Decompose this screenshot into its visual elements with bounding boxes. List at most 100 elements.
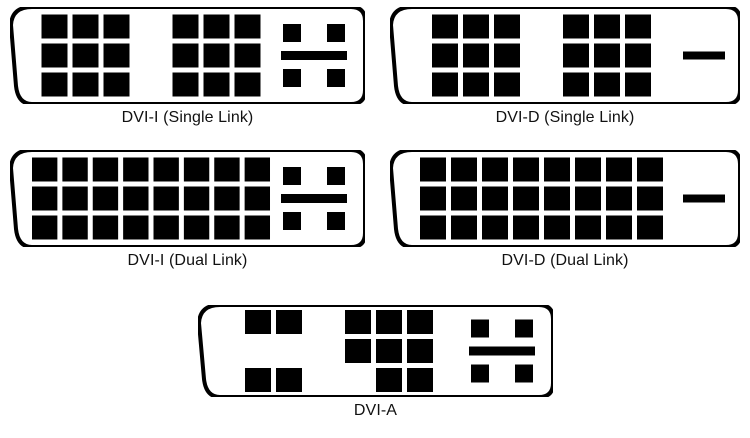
pin (625, 72, 651, 97)
pin (575, 157, 601, 182)
connector-dvi-i-single-link: DVI-I (Single Link) (10, 7, 365, 126)
analog-pin (327, 167, 345, 185)
pin (563, 43, 589, 68)
pin (482, 157, 508, 182)
pin (244, 215, 271, 240)
pin (32, 215, 58, 240)
pin (594, 72, 620, 97)
pin (234, 14, 261, 39)
connector-shell-dvi-d-dual-link (390, 150, 740, 247)
pin (513, 157, 539, 182)
pin (92, 215, 119, 240)
pin (245, 310, 271, 334)
connector-label-dvi-d-single-link: DVI-D (Single Link) (495, 109, 635, 126)
pin (513, 186, 539, 211)
pin (432, 72, 458, 97)
pin (420, 157, 446, 182)
pin (544, 215, 570, 240)
pin (72, 43, 99, 68)
pin (563, 14, 589, 39)
pin (41, 43, 68, 68)
pin (214, 186, 240, 211)
pin (41, 14, 68, 39)
pin (345, 310, 371, 334)
pin (494, 14, 520, 39)
pin (345, 339, 371, 363)
analog-pin (283, 69, 301, 87)
pin (103, 43, 130, 68)
pin (575, 186, 601, 211)
analog-pin (471, 319, 489, 338)
analog-section (683, 51, 725, 60)
analog-section (281, 167, 347, 230)
pin (245, 368, 271, 392)
analog-ground-blade (469, 346, 535, 356)
pin-group-analog-middle-group (345, 310, 433, 392)
analog-pin (283, 212, 301, 230)
pin (637, 215, 663, 240)
connector-label-dvi-d-dual-link: DVI-D (Dual Link) (501, 252, 629, 269)
flat-blade (683, 194, 725, 203)
connector-shell-dvi-a (198, 305, 553, 397)
pin (32, 186, 58, 211)
connector-dvi-d-single-link: DVI-D (Single Link) (390, 7, 740, 126)
connector-dvi-i-dual-link: DVI-I (Dual Link) (10, 150, 365, 269)
pin (103, 14, 130, 39)
analog-pin (327, 69, 345, 87)
pin-group-analog-left-group (245, 310, 302, 392)
pin (153, 215, 179, 240)
pin (234, 43, 261, 68)
analog-ground-blade (281, 194, 347, 203)
connector-shell-dvi-i-dual-link (10, 150, 365, 247)
analog-ground-blade (281, 51, 347, 60)
pin (203, 72, 230, 97)
pin (376, 368, 402, 392)
analog-pin (283, 24, 301, 42)
pin (420, 186, 446, 211)
connector-dvi-d-dual-link: DVI-D (Dual Link) (390, 150, 740, 269)
pin (62, 157, 88, 182)
connector-dvi-a: DVI-A (198, 305, 553, 419)
pin (575, 215, 601, 240)
pin (451, 215, 477, 240)
pin (244, 157, 271, 182)
pin (123, 215, 149, 240)
pin (420, 215, 446, 240)
analog-pin (327, 24, 345, 42)
pin (62, 186, 88, 211)
pin (494, 43, 520, 68)
pin (432, 43, 458, 68)
pin (183, 157, 210, 182)
pin-group-digital-full-group (32, 157, 271, 240)
pin (637, 186, 663, 211)
analog-pin (515, 319, 533, 338)
analog-section (683, 194, 725, 203)
pin (203, 14, 230, 39)
pin (407, 368, 433, 392)
pin (153, 186, 179, 211)
pin (72, 14, 99, 39)
pin (92, 186, 119, 211)
pin (103, 72, 130, 97)
pin (513, 215, 539, 240)
pin (123, 157, 149, 182)
pin (463, 43, 489, 68)
pin-group-digital-right-group (563, 14, 651, 97)
pin-group-digital-left-group (41, 14, 130, 97)
pin (276, 310, 302, 334)
pin-group-digital-right-group (172, 14, 261, 97)
connector-shell-dvi-i-single-link (10, 7, 365, 104)
pin (172, 14, 199, 39)
pin (606, 215, 632, 240)
pin (544, 157, 570, 182)
analog-pin (515, 364, 533, 383)
pin (482, 186, 508, 211)
pin (123, 186, 149, 211)
analog-section (469, 319, 535, 383)
pin (606, 186, 632, 211)
pin (606, 157, 632, 182)
analog-pin (327, 212, 345, 230)
pin (183, 186, 210, 211)
pin (432, 14, 458, 39)
analog-section (281, 24, 347, 87)
